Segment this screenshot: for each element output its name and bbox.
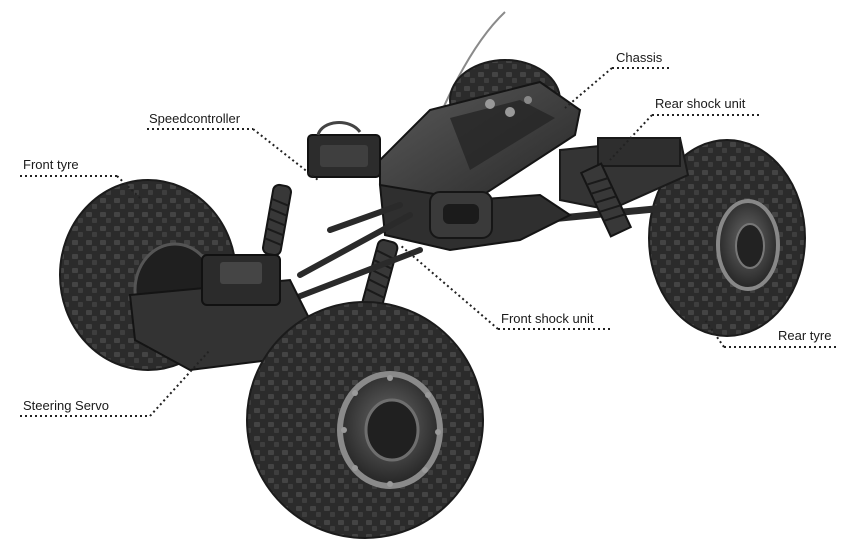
label-chassis: Chassis [616, 50, 663, 65]
motor-gearbox [378, 183, 572, 252]
leader-lines [20, 67, 837, 417]
label-rear-shock-unit: Rear shock unit [655, 96, 746, 111]
rear-shock [579, 162, 633, 238]
rear-right-wheel [648, 139, 806, 337]
label-front-shock-unit: Front shock unit [501, 311, 594, 326]
front-shocks [262, 183, 399, 312]
label-steering-servo: Steering Servo [23, 398, 109, 413]
speedcontroller-box [307, 121, 381, 178]
label-speedcontroller: Speedcontroller [149, 111, 241, 126]
label-front-tyre: Front tyre [23, 157, 79, 172]
front-axle [128, 254, 312, 372]
suspension-links [287, 202, 423, 303]
front-right-wheel [246, 301, 484, 539]
label-rear-tyre: Rear tyre [778, 328, 832, 343]
